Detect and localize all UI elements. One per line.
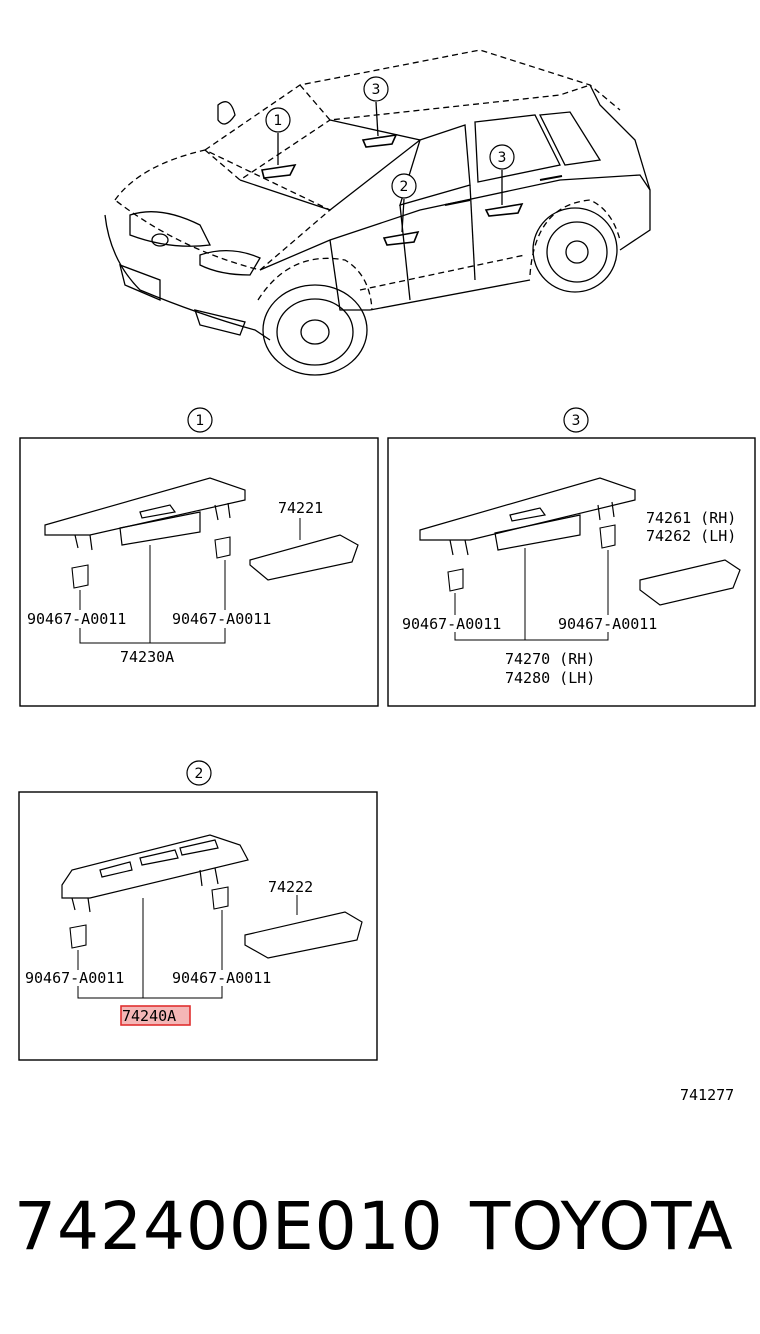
part-74222: 74222 xyxy=(268,878,313,896)
clip-icon xyxy=(447,524,616,592)
panel-2-label: 2 xyxy=(195,766,204,782)
part-74262-lh: 74262 (LH) xyxy=(646,527,736,545)
panel-3-label: 3 xyxy=(572,413,581,429)
svg-text:1: 1 xyxy=(274,113,283,129)
trim-piece-3 xyxy=(639,559,741,606)
clip-icon xyxy=(71,536,231,589)
panel-1-label-circle xyxy=(187,407,213,433)
footer-part-number: 742400E010 xyxy=(14,1188,444,1265)
vehicle-illustration xyxy=(104,49,651,376)
part-clip-left-3: 90467-A0011 xyxy=(402,615,501,633)
panel-3-label-circle xyxy=(563,407,589,433)
switch-base-2 xyxy=(61,834,249,913)
part-74230A: 74230A xyxy=(120,648,174,666)
svg-text:3: 3 xyxy=(372,82,381,98)
callout-3-car-door: 3 xyxy=(489,144,515,170)
callout-3-car-roof: 3 xyxy=(363,76,389,102)
panel-1: 1 74221 90467-A0011 90467-A0011 74230A xyxy=(19,407,379,707)
panel-3: 3 74261 (RH) 74262 (LH) 90467-A0011 9046… xyxy=(387,407,756,707)
part-clip-left-2: 90467-A0011 xyxy=(25,969,124,987)
clip-icon xyxy=(69,886,229,949)
part-clip-left-1: 90467-A0011 xyxy=(27,610,126,628)
part-74261-rh: 74261 (RH) xyxy=(646,509,736,527)
callout-2-car: 2 xyxy=(391,173,417,199)
panel-1-label: 1 xyxy=(196,413,205,429)
part-74270-rh: 74270 (RH) xyxy=(505,650,595,668)
highlight-box xyxy=(120,1005,191,1026)
callout-1-car: 1 xyxy=(265,107,291,133)
part-clip-right-3: 90467-A0011 xyxy=(558,615,657,633)
part-74280-lh: 74280 (LH) xyxy=(505,669,595,687)
part-clip-right-2: 90467-A0011 xyxy=(172,969,271,987)
panel-2: 2 74222 90467-A0011 90467-A0011 74240A xyxy=(18,760,378,1061)
part-clip-right-1: 90467-A0011 xyxy=(172,610,271,628)
svg-text:2: 2 xyxy=(400,179,409,195)
footer-brand: TOYOTA xyxy=(470,1188,734,1265)
diagram-ref-code: 741277 xyxy=(680,1086,735,1104)
part-74240A-highlighted: 74240A xyxy=(122,1007,176,1025)
switch-base-1 xyxy=(44,477,246,551)
svg-text:3: 3 xyxy=(498,150,507,166)
switch-base-3 xyxy=(419,477,636,556)
trim-piece-2 xyxy=(244,911,363,959)
panel-2-label-circle xyxy=(186,760,212,786)
trim-piece-1 xyxy=(249,534,359,581)
part-74221: 74221 xyxy=(278,499,323,517)
